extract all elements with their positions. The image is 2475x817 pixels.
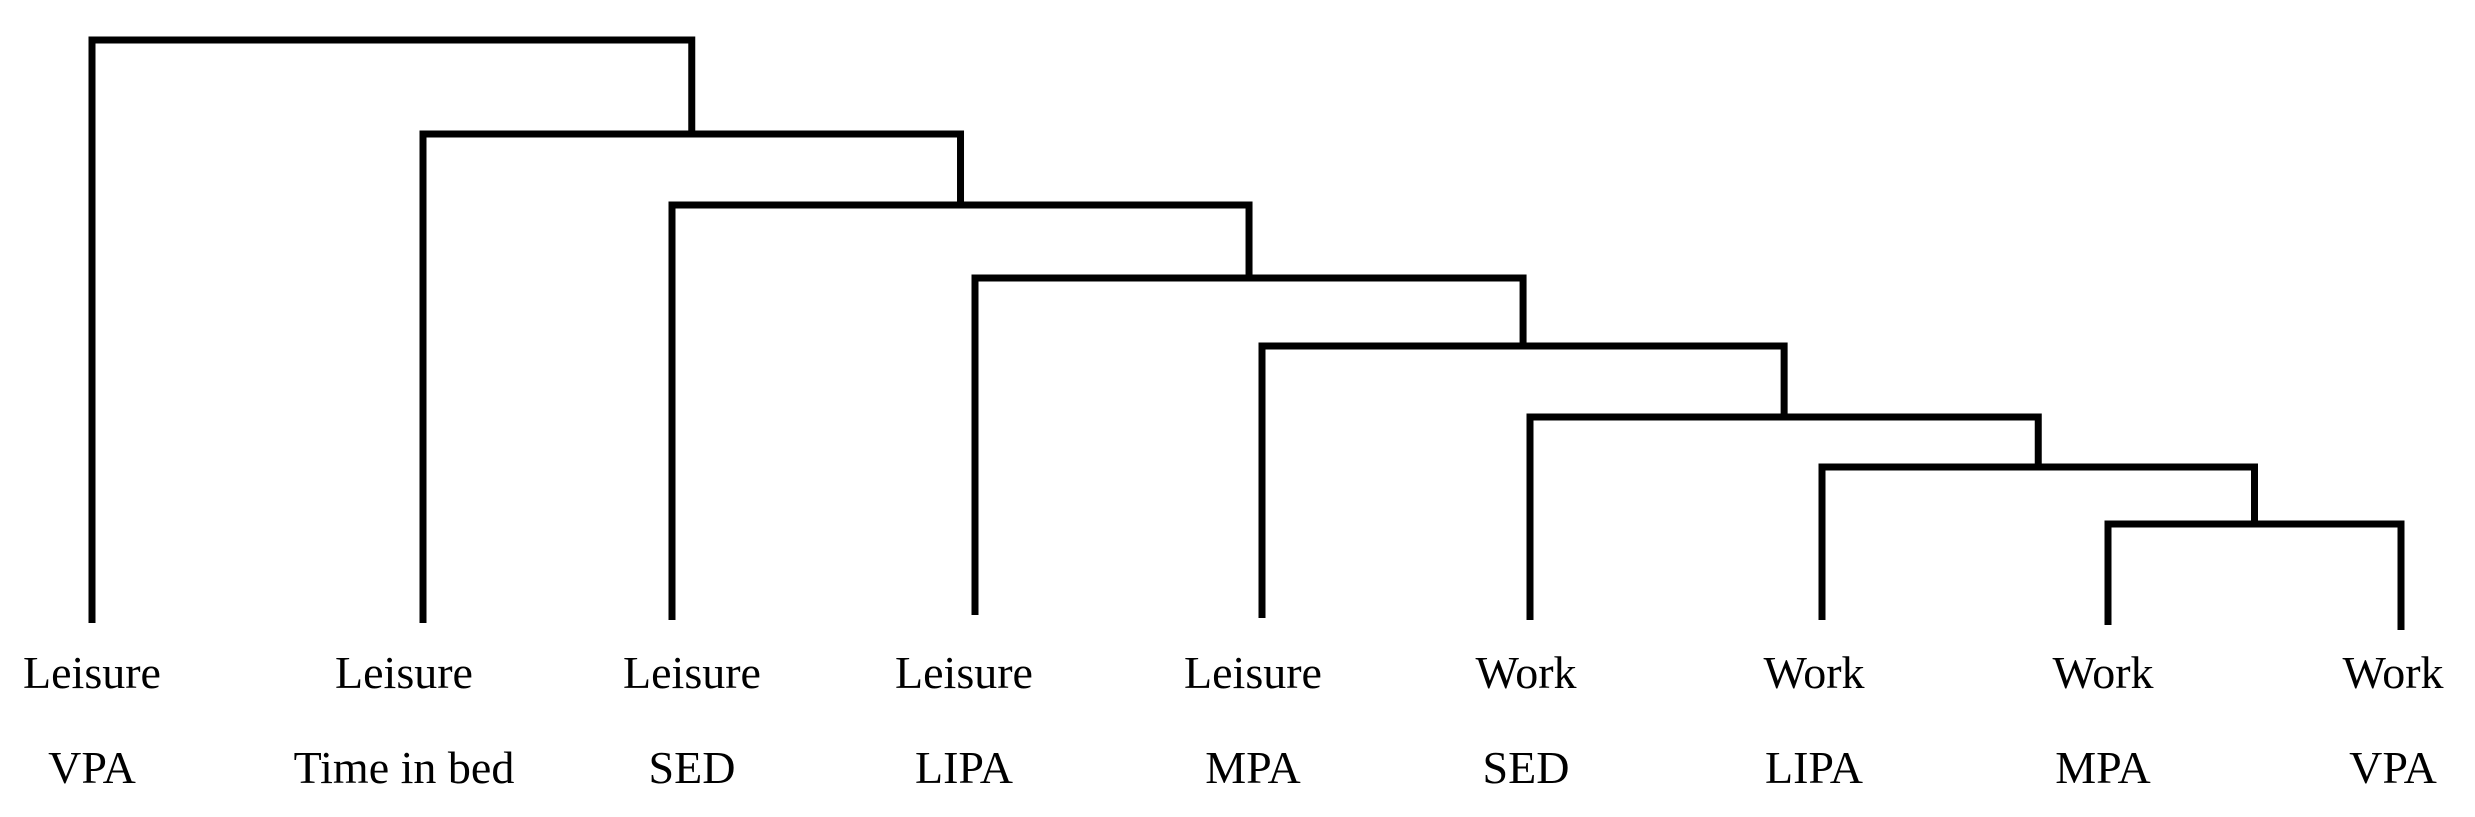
leaf-group-label: Work (2052, 647, 2153, 698)
leaf-activity-label: SED (1483, 742, 1570, 793)
leaf-group-label: Work (1763, 647, 1864, 698)
branch-link-2 (1818, 463, 2258, 620)
leaf-activity-label: LIPA (915, 742, 1013, 793)
leaf-activity-label: VPA (48, 742, 136, 793)
dendrogram-branches (88, 36, 2405, 630)
leaf-group-label: Work (2342, 647, 2443, 698)
leaf-activity-label: SED (649, 742, 736, 793)
branch-link-8 (88, 36, 696, 623)
leaf-group-label: Leisure (1184, 647, 1322, 698)
leaf-activity-label: Time in bed (294, 742, 515, 793)
branch-link-6 (668, 201, 1253, 620)
leaf-group-label: Leisure (335, 647, 473, 698)
leaf-activity-label: VPA (2349, 742, 2437, 793)
leaf-activity-label: MPA (1205, 742, 1300, 793)
leaf-group-label: Leisure (623, 647, 761, 698)
leaf-activity-label: LIPA (1765, 742, 1863, 793)
leaf-group-label: Leisure (23, 647, 161, 698)
branch-link-3 (1526, 413, 2042, 620)
branch-link-4 (1258, 342, 1788, 618)
branch-link-1 (2104, 520, 2405, 630)
branch-link-5 (971, 274, 1527, 615)
leaf-group-label: Work (1475, 647, 1576, 698)
leaf-group-label: Leisure (895, 647, 1033, 698)
leaf-activity-label: MPA (2055, 742, 2150, 793)
